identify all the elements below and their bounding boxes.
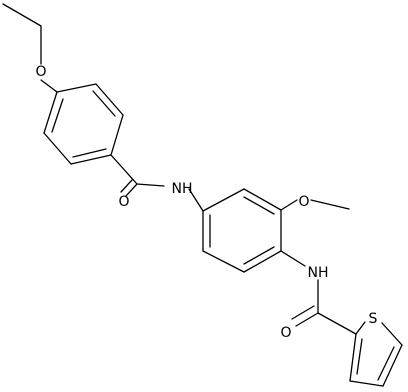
carbonyl-oxygen-bottom-label: O	[280, 325, 291, 341]
thiophene-sulfur-label: S	[369, 311, 378, 327]
methoxy-oxygen-label: O	[298, 194, 309, 210]
ethyl-bond	[2, 3, 42, 27]
o-aryl-bond	[40, 79, 58, 93]
carbonyl-oxygen-left-label: O	[118, 194, 129, 210]
atom-labels: O O NH O NH O S	[35, 64, 377, 341]
ethoxy-oxygen-label: O	[35, 64, 46, 80]
amide-nh-left-label: NH	[172, 181, 193, 197]
bond-lines	[2, 3, 403, 387]
amide-nh-bottom-label: NH	[308, 265, 329, 281]
